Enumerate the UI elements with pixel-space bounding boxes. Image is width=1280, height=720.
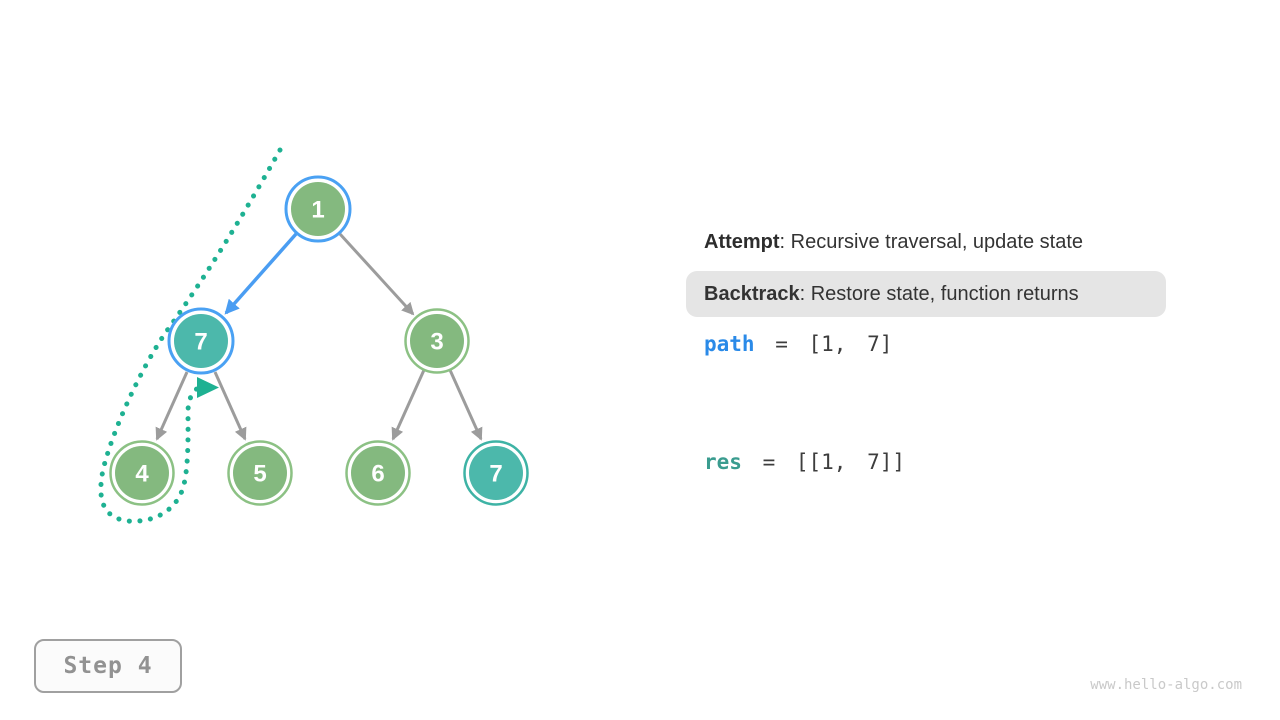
backtrack-text: : Restore state, function returns <box>799 282 1079 305</box>
path-value: = [1, 7] <box>754 332 893 356</box>
tree-node-6: 6 <box>345 440 411 506</box>
node-value: 7 <box>489 461 502 488</box>
edge-1-7 <box>224 232 298 315</box>
backtrack-legend-line: Backtrack: Restore state, function retur… <box>704 283 1079 306</box>
node-value: 1 <box>311 197 324 224</box>
res-state-line: res = [[1, 7]] <box>704 450 905 474</box>
path-variable: path <box>704 332 755 356</box>
edge-1-3 <box>338 232 415 316</box>
backtrack-label: Backtrack <box>704 282 800 305</box>
node-value: 7 <box>194 329 207 356</box>
tree-node-7-right: 7 <box>463 440 529 506</box>
attempt-legend-line: Attempt: Recursive traversal, update sta… <box>704 231 1083 254</box>
attempt-label: Attempt <box>704 231 780 253</box>
node-value: 5 <box>253 461 266 488</box>
traversal-trace-dotted-path <box>98 147 283 524</box>
res-value: = [[1, 7]] <box>741 450 906 474</box>
node-value: 4 <box>135 461 149 488</box>
tree-node-7-left: 7 <box>167 307 235 375</box>
node-value: 3 <box>430 329 443 356</box>
node-value: 6 <box>371 461 384 488</box>
traversal-trace-arrowhead-icon <box>197 377 219 398</box>
attempt-text: : Recursive traversal, update state <box>779 231 1084 253</box>
tree-node-3: 3 <box>404 308 470 374</box>
edge-3-7 <box>448 369 483 441</box>
binary-tree-diagram: 1 7 3 4 5 6 7 <box>98 147 529 524</box>
watermark-text: www.hello-algo.com <box>1090 677 1242 693</box>
step-indicator: Step 4 <box>34 639 182 693</box>
backtrack-legend-highlight: Backtrack: Restore state, function retur… <box>686 271 1166 317</box>
edge-7-4 <box>155 371 189 441</box>
tree-node-1: 1 <box>284 175 352 243</box>
res-variable: res <box>704 450 742 474</box>
edge-7-5 <box>213 371 247 441</box>
path-state-line: path = [1, 7] <box>704 332 892 356</box>
edge-3-6 <box>391 369 426 441</box>
tree-node-5: 5 <box>227 440 293 506</box>
tree-node-4: 4 <box>109 440 175 506</box>
